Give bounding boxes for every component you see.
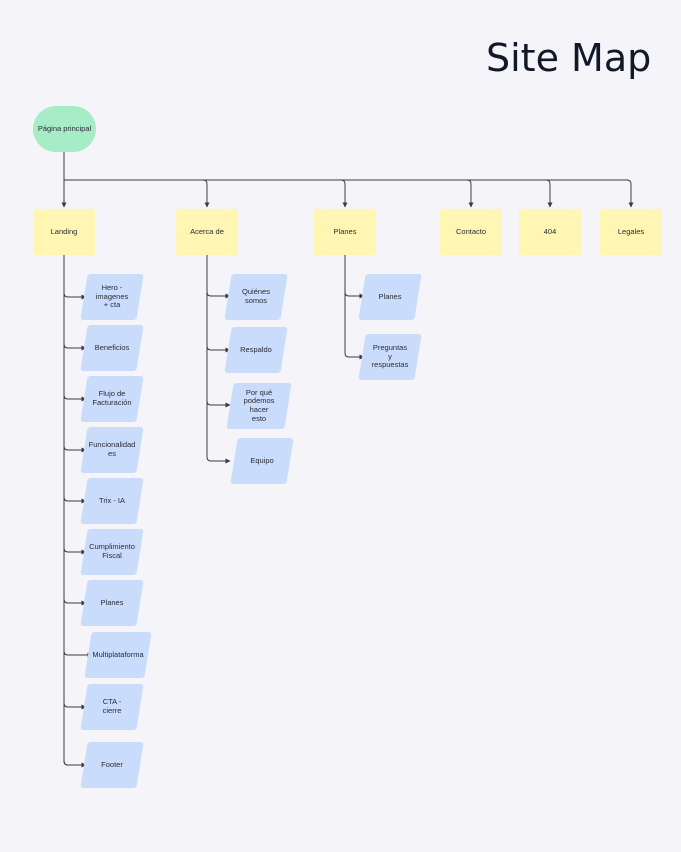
page-funcionalidades[interactable]: Funcionalidad es [80, 427, 144, 473]
page-respaldo[interactable]: Respaldo [224, 327, 288, 373]
connector-to-contacto [466, 179, 474, 208]
page-preguntas-respuestas[interactable]: Preguntas y respuestas [358, 334, 422, 380]
page-planes-landing[interactable]: Planes [80, 580, 144, 626]
page-label: Respaldo [240, 344, 272, 354]
section-planes[interactable]: Planes [314, 209, 376, 255]
page-quienes-somos[interactable]: Quiénes somos [224, 274, 288, 320]
section-label: 404 [543, 226, 557, 236]
page-hero[interactable]: Hero - imagenes + cta [80, 274, 144, 320]
page-multiplataforma[interactable]: Multiplataforma [84, 632, 152, 678]
page-label: Multiplataforma [92, 649, 144, 659]
section-label: Legales [617, 226, 645, 236]
connector-to-acerca-de [202, 179, 210, 208]
page-label: Beneficios [94, 342, 130, 352]
section-label: Contacto [455, 226, 487, 236]
page-label: Planes [378, 291, 402, 301]
landing-branch-6 [63, 598, 87, 606]
landing-branch-5 [63, 547, 87, 555]
connector-to-404 [545, 179, 553, 208]
landing-branch-9 [63, 760, 87, 768]
page-flujo-facturacion[interactable]: Flujo de Facturación [80, 376, 144, 422]
page-label: CTA - cierre [102, 697, 122, 715]
page-cta-cierre[interactable]: CTA - cierre [80, 684, 144, 730]
section-404[interactable]: 404 [519, 209, 581, 255]
acerca-branch-3 [206, 456, 231, 464]
page-beneficios[interactable]: Beneficios [80, 325, 144, 371]
landing-branch-7 [63, 650, 93, 658]
page-equipo[interactable]: Equipo [230, 438, 294, 484]
page-cumplimiento-fiscal[interactable]: Cumplimiento Fiscal [80, 529, 144, 575]
acerca-branch-1 [206, 345, 231, 353]
page-label: Footer [101, 759, 123, 769]
page-planes[interactable]: Planes [358, 274, 422, 320]
page-label: Hero - imagenes + cta [95, 283, 129, 310]
section-label: Landing [50, 226, 78, 236]
acerca-branch-0 [206, 291, 231, 299]
landing-branch-3 [63, 445, 87, 453]
root-bus-line [63, 152, 632, 185]
diagram-title: Site Map [486, 36, 652, 80]
landing-branch-8 [63, 702, 87, 710]
page-footer[interactable]: Footer [80, 742, 144, 788]
page-por-que-podemos[interactable]: Por qué podemos hacer esto [226, 383, 292, 429]
section-label: Acerca de [190, 226, 224, 236]
page-label: Equipo [250, 455, 274, 465]
page-label: Preguntas y respuestas [371, 343, 409, 370]
section-acerca-de[interactable]: Acerca de [176, 209, 238, 255]
section-legales[interactable]: Legales [600, 209, 662, 255]
page-label: Trix - IA [99, 495, 125, 505]
section-contacto[interactable]: Contacto [440, 209, 502, 255]
planes-branch-1 [344, 352, 365, 360]
page-label: Planes [100, 597, 124, 607]
page-label: Por qué podemos hacer esto [243, 387, 275, 423]
page-label: Funcionalidad es [88, 440, 136, 458]
landing-branch-1 [63, 343, 87, 351]
landing-trunk [63, 255, 69, 766]
landing-branch-0 [63, 292, 87, 300]
connector-to-planes [340, 179, 348, 208]
landing-branch-4 [63, 496, 87, 504]
root-node[interactable]: Página principal [33, 106, 96, 152]
section-landing[interactable]: Landing [33, 209, 95, 255]
acerca-branch-2 [206, 400, 231, 408]
page-label: Quiénes somos [242, 287, 270, 305]
landing-branch-2 [63, 394, 87, 402]
page-label: Cumplimiento Fiscal [89, 542, 135, 560]
page-trix-ia[interactable]: Trix - IA [80, 478, 144, 524]
page-label: Flujo de Facturación [92, 389, 132, 407]
section-label: Planes [333, 226, 357, 236]
planes-branch-0 [344, 291, 365, 299]
root-node-label: Página principal [37, 123, 92, 133]
